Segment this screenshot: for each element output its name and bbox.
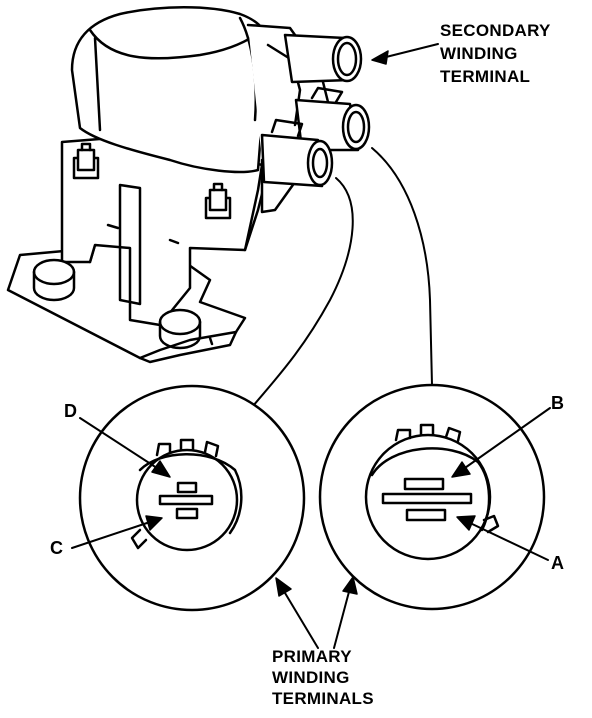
primary-winding-terminals-label: PRIMARY WINDING TERMINALS <box>272 648 374 707</box>
terminal-c-arrow <box>71 515 163 549</box>
terminal-a-label: A <box>551 553 564 573</box>
bracket-screw <box>72 142 232 220</box>
label-line: TERMINALS <box>272 689 374 708</box>
label-line: PRIMARY <box>272 647 352 666</box>
detail-callout-lines <box>247 147 433 413</box>
secondary-terminal-tower <box>283 33 363 84</box>
label-line: TERMINAL <box>440 67 531 86</box>
secondary-leader-arrow <box>371 43 439 65</box>
right-terminal-detail <box>318 383 546 611</box>
terminal-b-arrow <box>451 407 551 478</box>
terminal-b-label: B <box>551 393 564 413</box>
secondary-winding-terminal-label: SECONDARY WINDING TERMINAL <box>440 22 551 85</box>
label-line: SECONDARY <box>440 21 551 40</box>
terminal-c-label: C <box>50 538 63 558</box>
label-line: WINDING <box>272 668 350 687</box>
terminal-d-label: D <box>64 401 77 421</box>
label-line: WINDING <box>440 44 518 63</box>
primary-connector-tower <box>260 86 371 188</box>
terminal-d-arrow <box>79 417 171 478</box>
primary-leader-arrows <box>275 576 358 649</box>
left-terminal-detail <box>78 384 306 612</box>
terminal-a-arrow <box>456 515 549 561</box>
mounting-bolt <box>32 258 202 350</box>
